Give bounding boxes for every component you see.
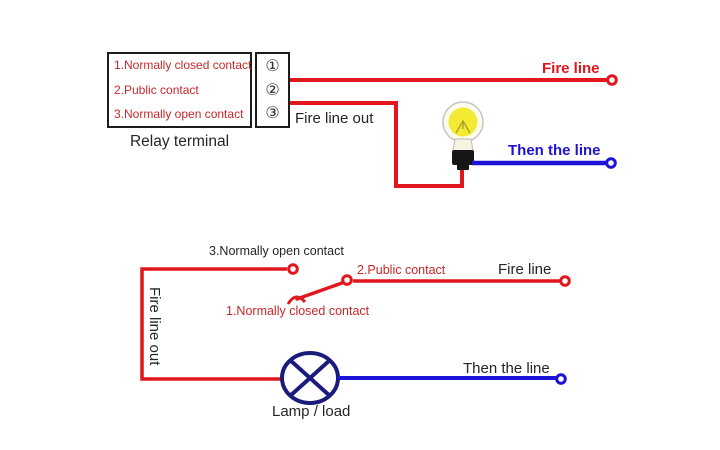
neutral-terminal-ring-top [605, 157, 617, 169]
normally-open-contact-ring [287, 263, 299, 275]
fire-line-out-wire-top [290, 101, 464, 188]
then-the-line-label-top: Then the line [508, 142, 601, 159]
terminal-number-3: ③ [265, 105, 280, 122]
then-the-line-label-bottom: Then the line [463, 360, 550, 377]
bulb-base-tip [457, 164, 469, 170]
switch-blade [295, 281, 344, 301]
lamp-cross [288, 358, 332, 398]
relay-terminal-caption: Relay terminal [129, 133, 230, 150]
bulb-neck [452, 138, 474, 152]
terminal-number-2: ② [265, 81, 280, 99]
lamp-symbol [280, 351, 340, 405]
fire-line-out-label-bottom: Fire line out [146, 287, 163, 366]
fire-terminal-ring-bottom [559, 275, 571, 287]
light-bulb-icon [442, 101, 484, 170]
fire-line-label-bottom: Fire line [498, 261, 552, 278]
normally-open-contact-label: 3.Normally open contact [209, 244, 344, 258]
relay-label-box: 1.Normally closed contact 2.Public conta… [107, 52, 252, 128]
bulb-base [452, 150, 474, 165]
normally-closed-contact-label: 1.Normally closed contact [226, 304, 370, 318]
fire-line-out-wire-bottom [140, 267, 287, 381]
bulb-filament [455, 119, 471, 134]
fire-terminal-ring-top [606, 74, 618, 86]
relay-contact-label-3: 3.Normally open contact [114, 107, 244, 121]
relay-contact-label-1: 1.Normally closed contact [114, 58, 252, 72]
switch-blade-hook [286, 295, 307, 305]
relay-terminal-block: ① ② ③ [255, 52, 290, 128]
relay-contact-label-2: 2.Public contact [114, 82, 199, 97]
lamp-load-label: Lamp / load [272, 403, 351, 420]
terminal-number-1: ① [265, 58, 280, 75]
fire-line-label-top: Fire line [542, 60, 600, 77]
neutral-terminal-ring-bottom [555, 373, 567, 385]
public-contact-label: 2.Public contact [357, 263, 446, 277]
public-contact-ring [341, 274, 353, 286]
fire-line-out-label-top: Fire line out [295, 110, 374, 127]
